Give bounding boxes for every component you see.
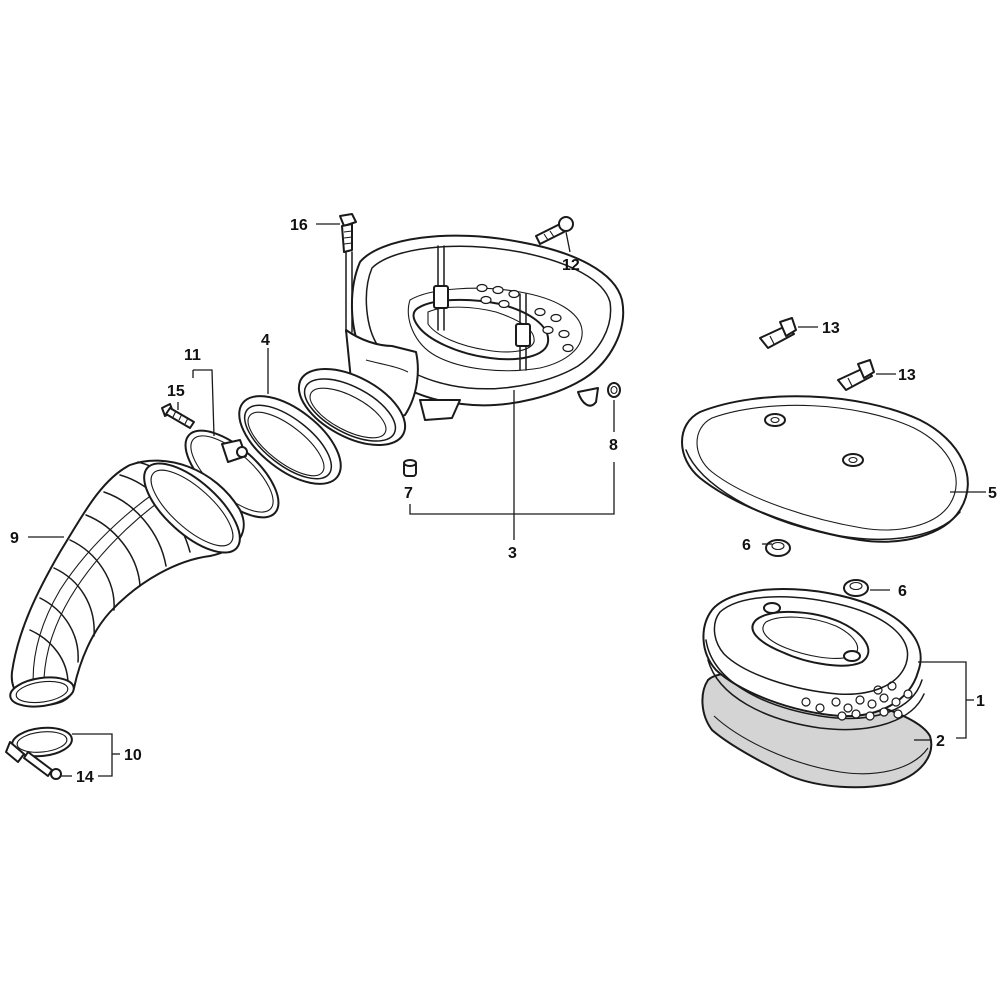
hose-clamp-10	[5, 726, 73, 780]
callout-14: 14	[76, 769, 94, 786]
case-holes	[476, 283, 574, 353]
element-perforations	[801, 681, 913, 721]
wing-nut-13-upper	[759, 317, 797, 349]
wing-nut-13-lower	[837, 359, 875, 391]
leader-lines	[28, 223, 986, 777]
nut-6-lower	[843, 579, 869, 597]
bolt-16	[339, 213, 357, 253]
screw-15	[161, 403, 195, 429]
callout-13-lower: 13	[898, 367, 916, 384]
callout-5: 5	[988, 485, 997, 502]
nut-6-upper	[765, 539, 791, 557]
callout-4: 4	[261, 332, 270, 349]
callout-10: 10	[124, 747, 142, 764]
intake-duct-9	[9, 459, 245, 708]
callout-9: 9	[10, 530, 19, 547]
callout-8: 8	[609, 437, 618, 454]
bolt-12	[535, 216, 574, 245]
callout-7: 7	[404, 485, 413, 502]
callout-15: 15	[167, 383, 185, 400]
callout-2: 2	[936, 733, 945, 750]
callout-12: 12	[562, 257, 580, 274]
air-cleaner-case	[297, 234, 625, 446]
filter-element-assembly	[701, 587, 933, 789]
callout-3: 3	[508, 545, 517, 562]
callout-11: 11	[184, 347, 201, 364]
nut-8	[607, 382, 621, 398]
callout-16: 16	[290, 217, 308, 234]
air-cleaner-cover-5	[681, 395, 969, 543]
callout-labels: 16 12 4 11 15 13 13 8 7 3 5 9 6 6 1 2 10…	[10, 217, 997, 786]
callout-1: 1	[976, 693, 985, 710]
callout-6-upper: 6	[742, 537, 751, 554]
grommet-7	[403, 459, 417, 477]
callout-13-upper: 13	[822, 320, 840, 337]
callout-6-lower: 6	[898, 583, 907, 600]
gasket-4	[238, 395, 342, 485]
